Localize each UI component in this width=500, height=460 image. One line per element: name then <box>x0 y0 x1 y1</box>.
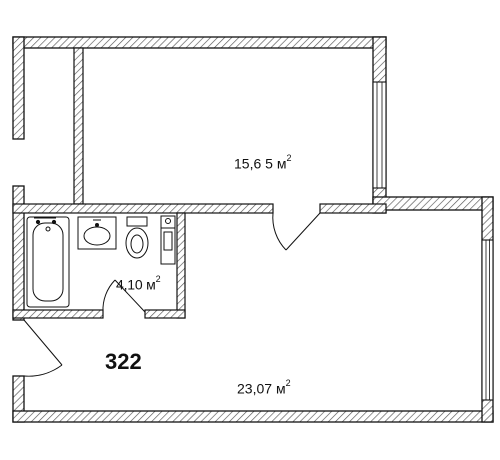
bedroom-area-exp: 2 <box>286 153 292 163</box>
living-area-value: 23,07 <box>237 380 273 397</box>
wall-bottom <box>12 410 494 423</box>
living-area-unit: м <box>275 380 286 397</box>
wall-bath-bottom-left <box>12 309 104 319</box>
window-living <box>481 239 494 401</box>
wall-bath-right <box>176 212 186 319</box>
wall-bedroom-bottom-left <box>12 203 274 214</box>
interior-walls <box>12 47 387 319</box>
wall-left-middle <box>12 185 25 321</box>
wall-step <box>372 196 494 211</box>
wall-closet <box>73 47 84 205</box>
bathroom-area-label: 4,10 м2 <box>116 274 161 293</box>
bathroom-area-exp: 2 <box>155 274 161 284</box>
apartment-number: 322 <box>105 349 142 374</box>
wall-top <box>12 36 387 49</box>
living-area-label: 23,07 м2 <box>237 378 291 397</box>
door-bedroom <box>272 212 321 251</box>
sink <box>77 216 117 250</box>
door-bathroom <box>102 279 146 313</box>
bathroom-area-unit: м <box>146 276 156 293</box>
bedroom-area-value: 15,6 5 <box>234 155 273 172</box>
doors <box>23 212 321 377</box>
wall-left-upper <box>12 36 25 140</box>
bathroom-fixtures <box>26 215 176 308</box>
bedroom-area-label: 15,6 5 м2 <box>234 153 292 172</box>
window-bedroom <box>372 81 387 189</box>
bathroom-area-value: 4,10 <box>116 276 143 293</box>
living-area-exp: 2 <box>285 378 291 388</box>
washing-machine <box>160 215 176 265</box>
bathtub <box>26 216 70 308</box>
wall-bedroom-bottom-right <box>319 203 387 214</box>
wall-bath-bottom-right <box>144 309 186 319</box>
bedroom-area-unit: м <box>276 155 287 172</box>
windows <box>372 81 494 401</box>
door-entrance <box>23 319 63 377</box>
toilet <box>125 216 149 259</box>
